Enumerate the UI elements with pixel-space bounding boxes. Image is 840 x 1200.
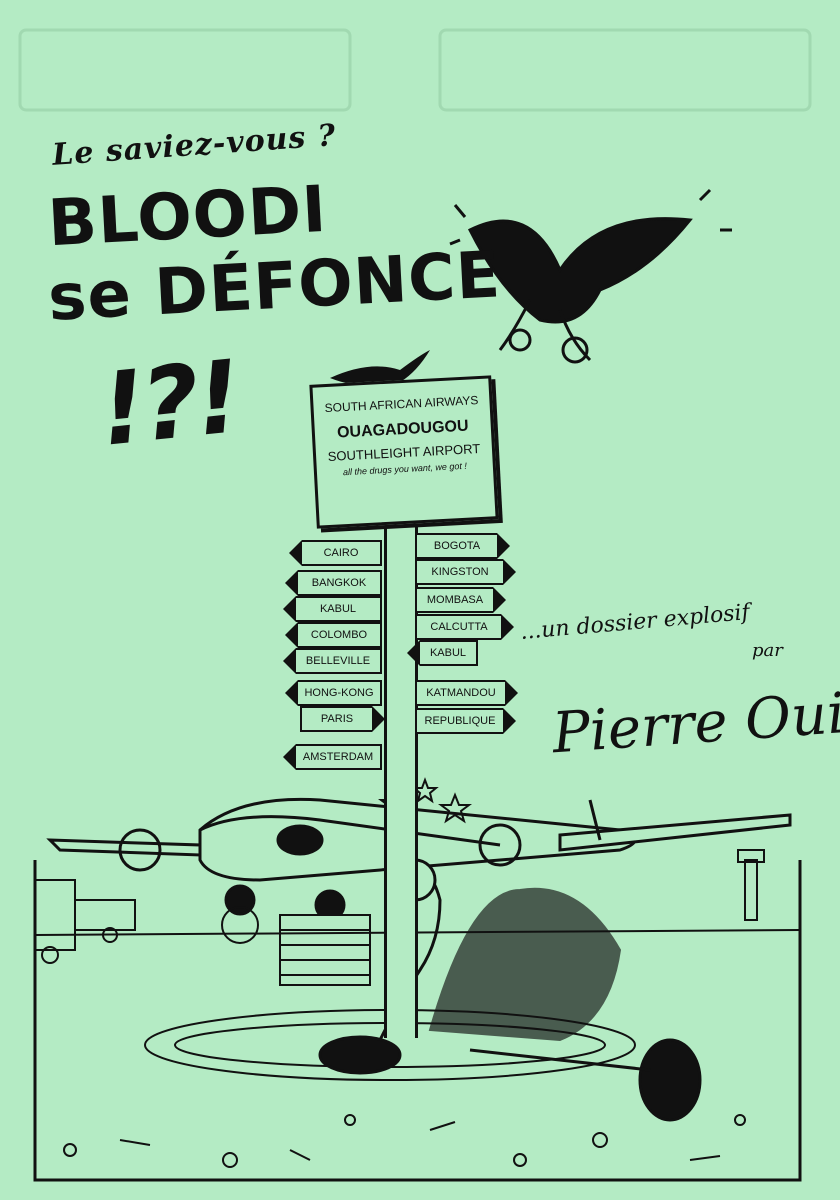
sign-right: CALCUTTA xyxy=(415,614,514,640)
sign-right: KINGSTON xyxy=(415,559,516,585)
sign-right: REPUBLIQUE xyxy=(415,708,516,734)
control-tower xyxy=(737,849,765,921)
sign-left: COLOMBO xyxy=(285,622,382,648)
airport-vehicles xyxy=(34,879,259,964)
sign-right: KATMANDOU xyxy=(415,680,518,706)
sign-left: AMSTERDAM xyxy=(283,744,382,770)
signpost-pole xyxy=(384,518,418,1038)
title-line-1: BLOODI xyxy=(46,172,329,262)
planter-and-bush xyxy=(144,887,636,1081)
sign-left: CAIRO xyxy=(289,540,382,566)
airport-board: SOUTH AFRICAN AIRWAYS OUAGADOUGOU SOUTHL… xyxy=(309,375,499,529)
sign-right: BOGOTA xyxy=(415,533,510,559)
board-airline: SOUTH AFRICAN AIRWAYS xyxy=(324,393,479,416)
faint-masthead xyxy=(18,28,812,112)
small-bird xyxy=(330,350,430,387)
sign-left: KABUL xyxy=(407,640,478,666)
ground-debris xyxy=(63,1114,746,1168)
board-city: OUAGADOUGOU xyxy=(336,417,469,442)
title-line-3: !?! xyxy=(94,338,243,469)
sign-left: KABUL xyxy=(283,596,382,622)
sign-left: HONG-KONG xyxy=(285,680,382,706)
by-word: par xyxy=(752,640,783,661)
cargo-bales xyxy=(279,914,371,986)
sign-right: MOMBASA xyxy=(415,587,506,613)
falling-vulture xyxy=(449,188,732,364)
sign-left: BELLEVILLE xyxy=(283,648,382,674)
sign-right: PARIS xyxy=(300,706,385,732)
illustration-frame xyxy=(33,860,802,1182)
sign-left: BANGKOK xyxy=(285,570,382,596)
